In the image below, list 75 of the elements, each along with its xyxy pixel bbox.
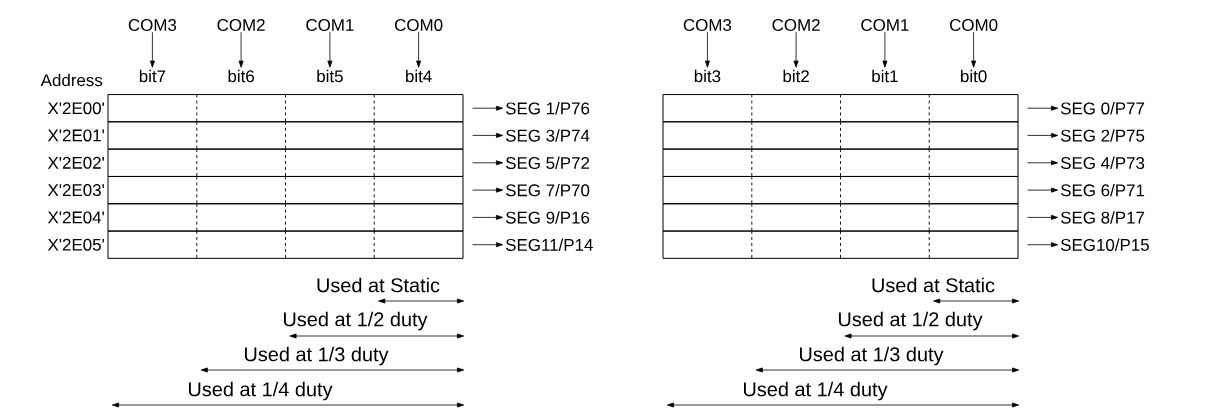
- com-label: COM0: [395, 19, 443, 31]
- segment-label: SEG 7/P70: [505, 183, 590, 197]
- bit-label: bit6: [228, 69, 254, 83]
- bit-label: bit2: [783, 69, 809, 83]
- dimension-label: Used at Static: [872, 277, 995, 293]
- segment-label: SEG 0/P77: [1060, 102, 1145, 115]
- segment-label: SEG11/P14: [505, 238, 593, 251]
- arrow: [704, 31, 710, 68]
- segment-label: SEG 6/P71: [1060, 183, 1145, 197]
- arrow: [1027, 132, 1059, 138]
- arrow: [1027, 187, 1059, 193]
- register-row: [107, 148, 464, 177]
- register-row: [662, 94, 1019, 123]
- segment-label: SEG 4/P73: [1060, 156, 1145, 170]
- dimension-label: Used at 1/3 duty: [245, 346, 389, 366]
- dimension-label: Used at 1/4 duty: [744, 381, 888, 401]
- arrow: [472, 105, 504, 111]
- dimension-label: Used at 1/2 duty: [284, 311, 428, 331]
- arrow: [1027, 242, 1059, 248]
- bit-label: bit7: [139, 69, 166, 83]
- arrow: [472, 187, 504, 193]
- arrow: [793, 31, 799, 68]
- address-label: X'2E00': [47, 102, 104, 115]
- com-label: COM2: [217, 19, 265, 31]
- segment-label: SEG 1/P76: [505, 102, 590, 115]
- segment-label: SEG10/P15: [1060, 238, 1149, 251]
- address-label: X'2E04': [47, 211, 104, 224]
- register-row: [107, 94, 464, 123]
- arrow: [1027, 214, 1059, 220]
- register-row: [107, 121, 464, 150]
- arrow: [327, 31, 333, 68]
- arrow: [472, 242, 504, 248]
- bit-label: bit3: [694, 69, 721, 83]
- com-label: COM3: [128, 19, 177, 31]
- com-label: COM3: [683, 19, 732, 31]
- arrow: [238, 31, 244, 68]
- register-row: [662, 148, 1019, 177]
- address-label: X'2E01': [47, 129, 104, 142]
- arrow: [971, 31, 977, 68]
- bit-label: bit4: [406, 69, 432, 83]
- bit-label: bit0: [961, 69, 987, 83]
- register-row: [107, 175, 464, 205]
- dimension-label: Used at Static: [317, 277, 440, 293]
- register-row: [662, 203, 1019, 232]
- register-row: [662, 175, 1019, 205]
- com-label: COM1: [306, 19, 354, 31]
- arrow: [1027, 105, 1059, 111]
- column-heading: Address: [40, 73, 103, 87]
- bit-label: bit1: [872, 69, 898, 83]
- address-label: X'2E03': [47, 184, 104, 197]
- segment-label: SEG 9/P16: [505, 211, 590, 224]
- segment-label: SEG 2/P75: [1060, 129, 1145, 142]
- register-row: [662, 230, 1019, 259]
- com-label: COM1: [861, 19, 909, 31]
- arrow: [416, 31, 422, 68]
- register-row: [662, 121, 1019, 150]
- address-label: X'2E05': [47, 238, 104, 251]
- segment-label: SEG 8/P17: [1060, 211, 1145, 224]
- arrow: [1027, 160, 1059, 166]
- arrow: [472, 214, 504, 220]
- bit-label: bit5: [317, 69, 343, 83]
- address-label: X'2E02': [47, 156, 104, 169]
- arrow: [882, 31, 888, 68]
- arrow: [149, 31, 155, 68]
- dimension-label: Used at 1/4 duty: [189, 381, 333, 401]
- register-row: [107, 203, 464, 232]
- com-label: COM2: [772, 19, 820, 31]
- dimension-label: Used at 1/2 duty: [839, 311, 983, 331]
- segment-label: SEG 5/P72: [505, 156, 590, 170]
- arrow: [472, 132, 504, 138]
- dimension-label: Used at 1/3 duty: [800, 346, 944, 366]
- segment-label: SEG 3/P74: [505, 129, 590, 142]
- register-row: [107, 230, 464, 259]
- com-label: COM0: [950, 19, 998, 31]
- arrow: [472, 160, 504, 166]
